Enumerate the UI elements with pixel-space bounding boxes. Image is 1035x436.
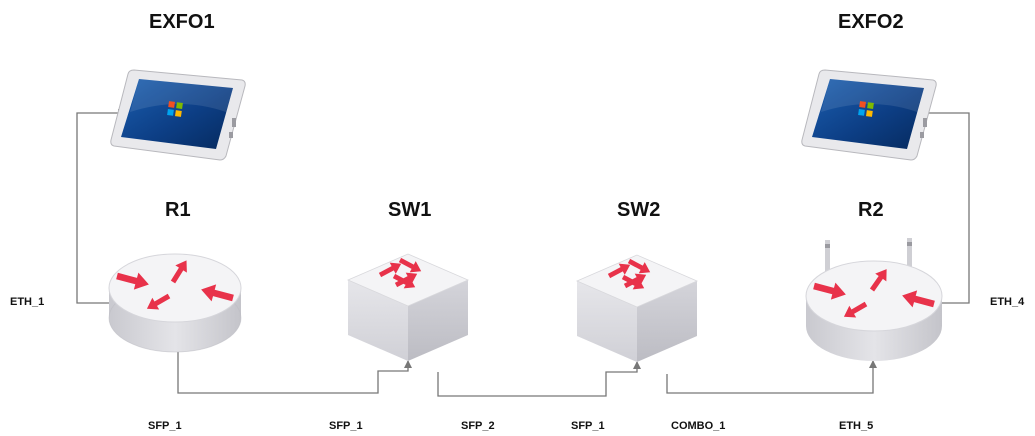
sw2-label: SW2	[617, 199, 661, 221]
link-exfo1-r1	[76, 109, 126, 304]
sw1-sfp2-port-label: SFP_2	[461, 420, 495, 432]
r2-eth4-port-label: ETH_4	[990, 296, 1025, 308]
sw1-label: SW1	[388, 199, 432, 221]
sw2-combo1-port-label: COMBO_1	[671, 420, 726, 432]
sw2-switch-icon[interactable]	[575, 254, 699, 362]
link-sw2-r2	[666, 360, 877, 394]
exfo2-tablet-icon[interactable]	[801, 69, 937, 161]
exfo1-label: EXFO1	[149, 11, 215, 33]
r2-eth5-port-label: ETH_5	[839, 420, 874, 432]
sw1-switch-icon[interactable]	[346, 253, 470, 361]
r1-sfp1-port-label: SFP_1	[148, 420, 182, 432]
link-r2-exfo2	[918, 109, 970, 304]
link-sw1-sw2	[437, 361, 641, 397]
r2-label: R2	[858, 199, 884, 221]
r2-wireless-router-icon[interactable]	[805, 238, 943, 361]
sw2-sfp1-port-label: SFP_1	[571, 420, 605, 432]
exfo2-label: EXFO2	[838, 11, 904, 33]
r1-label: R1	[165, 199, 191, 221]
link-r1-sw1	[177, 352, 412, 394]
r1-eth1-port-label: ETH_1	[10, 296, 45, 308]
sw1-sfp1-port-label: SFP_1	[329, 420, 363, 432]
r1-router-icon[interactable]	[108, 253, 242, 353]
exfo1-tablet-icon[interactable]	[110, 69, 246, 161]
